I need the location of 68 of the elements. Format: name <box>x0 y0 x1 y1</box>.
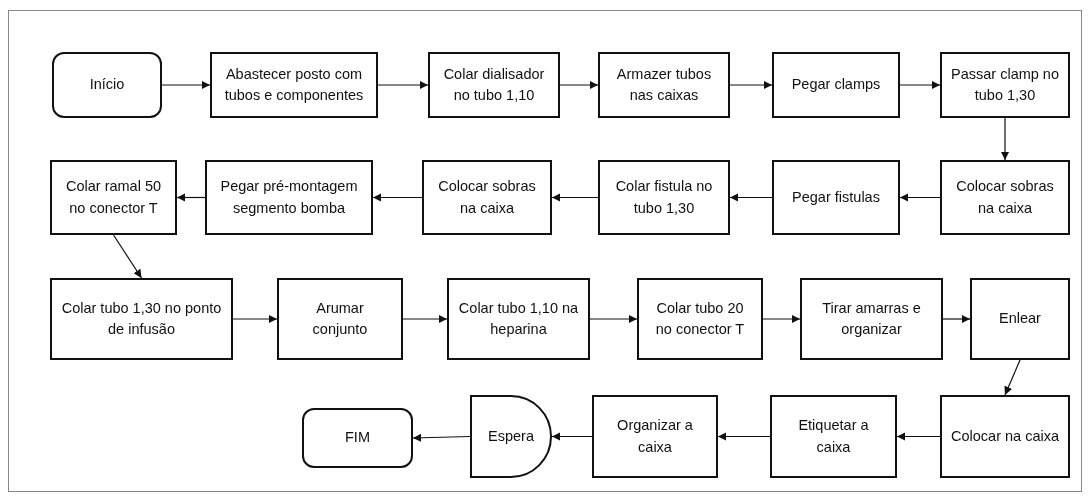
node-text: Colocar sobras na caixa <box>955 177 1055 218</box>
process-box <box>770 395 897 478</box>
process-box <box>940 160 1070 235</box>
process-box <box>940 395 1070 478</box>
process-box <box>447 278 590 360</box>
node-text: Arumar conjunto <box>311 299 369 339</box>
arrow <box>1004 359 1021 396</box>
process-box <box>598 52 730 118</box>
process-box <box>772 52 900 118</box>
node-text: Abastecer posto com tubos e componentes <box>223 65 365 105</box>
process-box <box>422 160 552 235</box>
arrow <box>729 80 773 90</box>
arrow <box>377 80 429 90</box>
arrow <box>1000 117 1010 161</box>
process-box <box>598 160 730 235</box>
process-box <box>428 52 560 118</box>
process-box <box>592 395 718 478</box>
node-text: FIM <box>345 428 370 448</box>
node-text: Tirar amarras e organizar <box>821 299 922 339</box>
arrow <box>402 314 448 324</box>
arrow <box>896 432 941 441</box>
arrow <box>372 193 423 202</box>
node-text: Pegar pré-montagem segmento bomba <box>219 177 359 218</box>
node-text: Início <box>89 75 125 95</box>
terminator-box <box>302 408 413 468</box>
arrow <box>161 80 211 90</box>
arrow <box>589 314 638 324</box>
arrow <box>899 193 941 202</box>
delay-shape <box>470 395 552 478</box>
node-text: Pegar clamps <box>791 75 881 95</box>
process-box <box>940 52 1070 118</box>
arrow <box>717 432 771 441</box>
node-text: Espera <box>488 427 534 446</box>
arrow <box>176 193 206 202</box>
process-box <box>205 160 373 235</box>
process-box <box>637 278 763 360</box>
node-text: Colocar sobras na caixa <box>437 177 537 218</box>
node-text: Colar dialisador no tubo 1,10 <box>442 65 546 105</box>
arrow <box>762 314 801 324</box>
arrow <box>729 193 773 202</box>
node-text: Enlear <box>999 309 1041 329</box>
arrow <box>112 234 143 279</box>
terminator-box <box>52 52 162 118</box>
arrow <box>412 433 471 442</box>
node-text: Colar ramal 50 no conector T <box>64 177 163 218</box>
arrow <box>559 80 599 90</box>
arrow <box>942 314 971 324</box>
node-text: Organizar a caixa <box>616 416 694 457</box>
node-text: Colar tubo 1,10 na heparina <box>457 299 580 339</box>
arrow <box>551 432 593 441</box>
arrow <box>899 80 941 90</box>
process-box <box>277 278 403 360</box>
node-text: Armazer tubos nas caixas <box>615 65 713 105</box>
node-text: Etiquetar a caixa <box>797 416 870 457</box>
node-text: Pegar fistulas <box>792 188 880 207</box>
node-text: Colocar na caixa <box>951 427 1059 446</box>
process-box <box>50 278 233 360</box>
process-box <box>50 160 177 235</box>
process-box <box>210 52 378 118</box>
arrow <box>232 314 278 324</box>
node-text: Passar clamp no tubo 1,30 <box>950 65 1060 105</box>
node-text: Colar tubo 20 no conector T <box>654 299 746 339</box>
process-box <box>772 160 900 235</box>
arrow <box>551 193 599 202</box>
process-box <box>970 278 1070 360</box>
node-text: Colar fistula no tubo 1,30 <box>614 177 714 218</box>
node-text: Colar tubo 1,30 no ponto de infusão <box>60 299 223 339</box>
process-box <box>800 278 943 360</box>
